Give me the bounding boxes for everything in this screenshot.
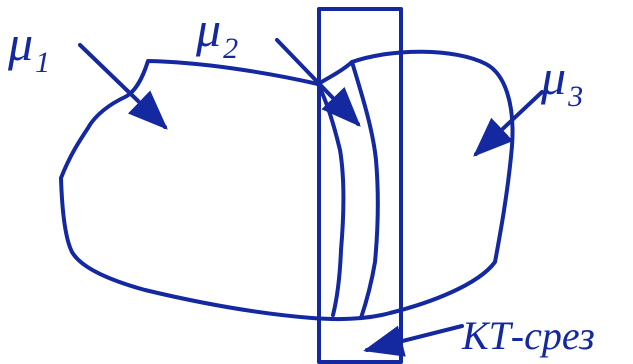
mu3-arrow bbox=[473, 90, 544, 157]
mu3-index: 3 bbox=[568, 80, 584, 113]
mu2-region-right-boundary bbox=[350, 60, 380, 320]
mu2-arrow bbox=[275, 38, 361, 127]
mu3-label: μ3 bbox=[541, 52, 583, 112]
mu2-index: 2 bbox=[223, 32, 239, 65]
ct-slice-arrow bbox=[363, 324, 464, 357]
mu2-region-left-boundary bbox=[316, 82, 346, 317]
mu1-symbol: μ bbox=[8, 15, 34, 71]
ct-slice-rectangle bbox=[317, 7, 403, 364]
mu1-label: μ1 bbox=[8, 18, 50, 78]
mu3-symbol: μ bbox=[541, 49, 567, 105]
mu1-index: 1 bbox=[35, 46, 51, 79]
ct-slice-label: КТ-срез bbox=[462, 313, 595, 358]
mu1-arrow bbox=[78, 43, 168, 130]
mu2-symbol: μ bbox=[196, 1, 222, 57]
mu2-label: μ2 bbox=[196, 4, 238, 64]
